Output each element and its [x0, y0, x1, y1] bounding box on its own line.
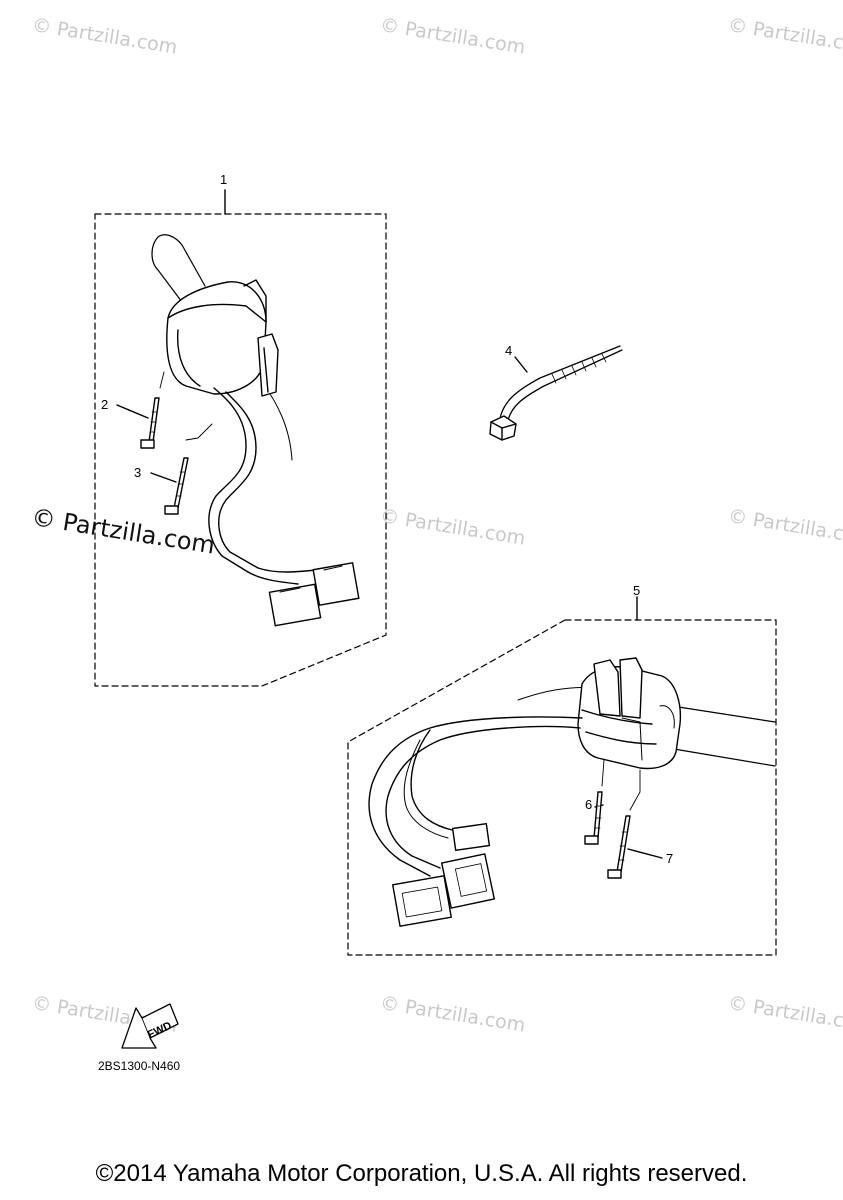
callout-7: 7: [666, 851, 674, 866]
callout-5: 5: [633, 583, 641, 598]
callout-3: 3: [134, 465, 142, 480]
callout-6: 6: [585, 797, 593, 812]
group-box-right-switch: [347, 619, 777, 956]
callout-1: 1: [220, 172, 228, 187]
callout-2: 2: [101, 397, 109, 412]
left-switch-assembly: [140, 234, 360, 627]
fwd-arrow-icon: [121, 1003, 179, 1049]
right-switch-assembly: [368, 657, 776, 927]
group-box-left-switch: [94, 213, 387, 687]
cable-tie: [489, 345, 623, 441]
callout-4: 4: [505, 343, 513, 358]
diagram-code: 2BS1300-N460: [98, 1059, 181, 1073]
copyright-notice: ©2014 Yamaha Motor Corporation, U.S.A. A…: [95, 1160, 748, 1187]
